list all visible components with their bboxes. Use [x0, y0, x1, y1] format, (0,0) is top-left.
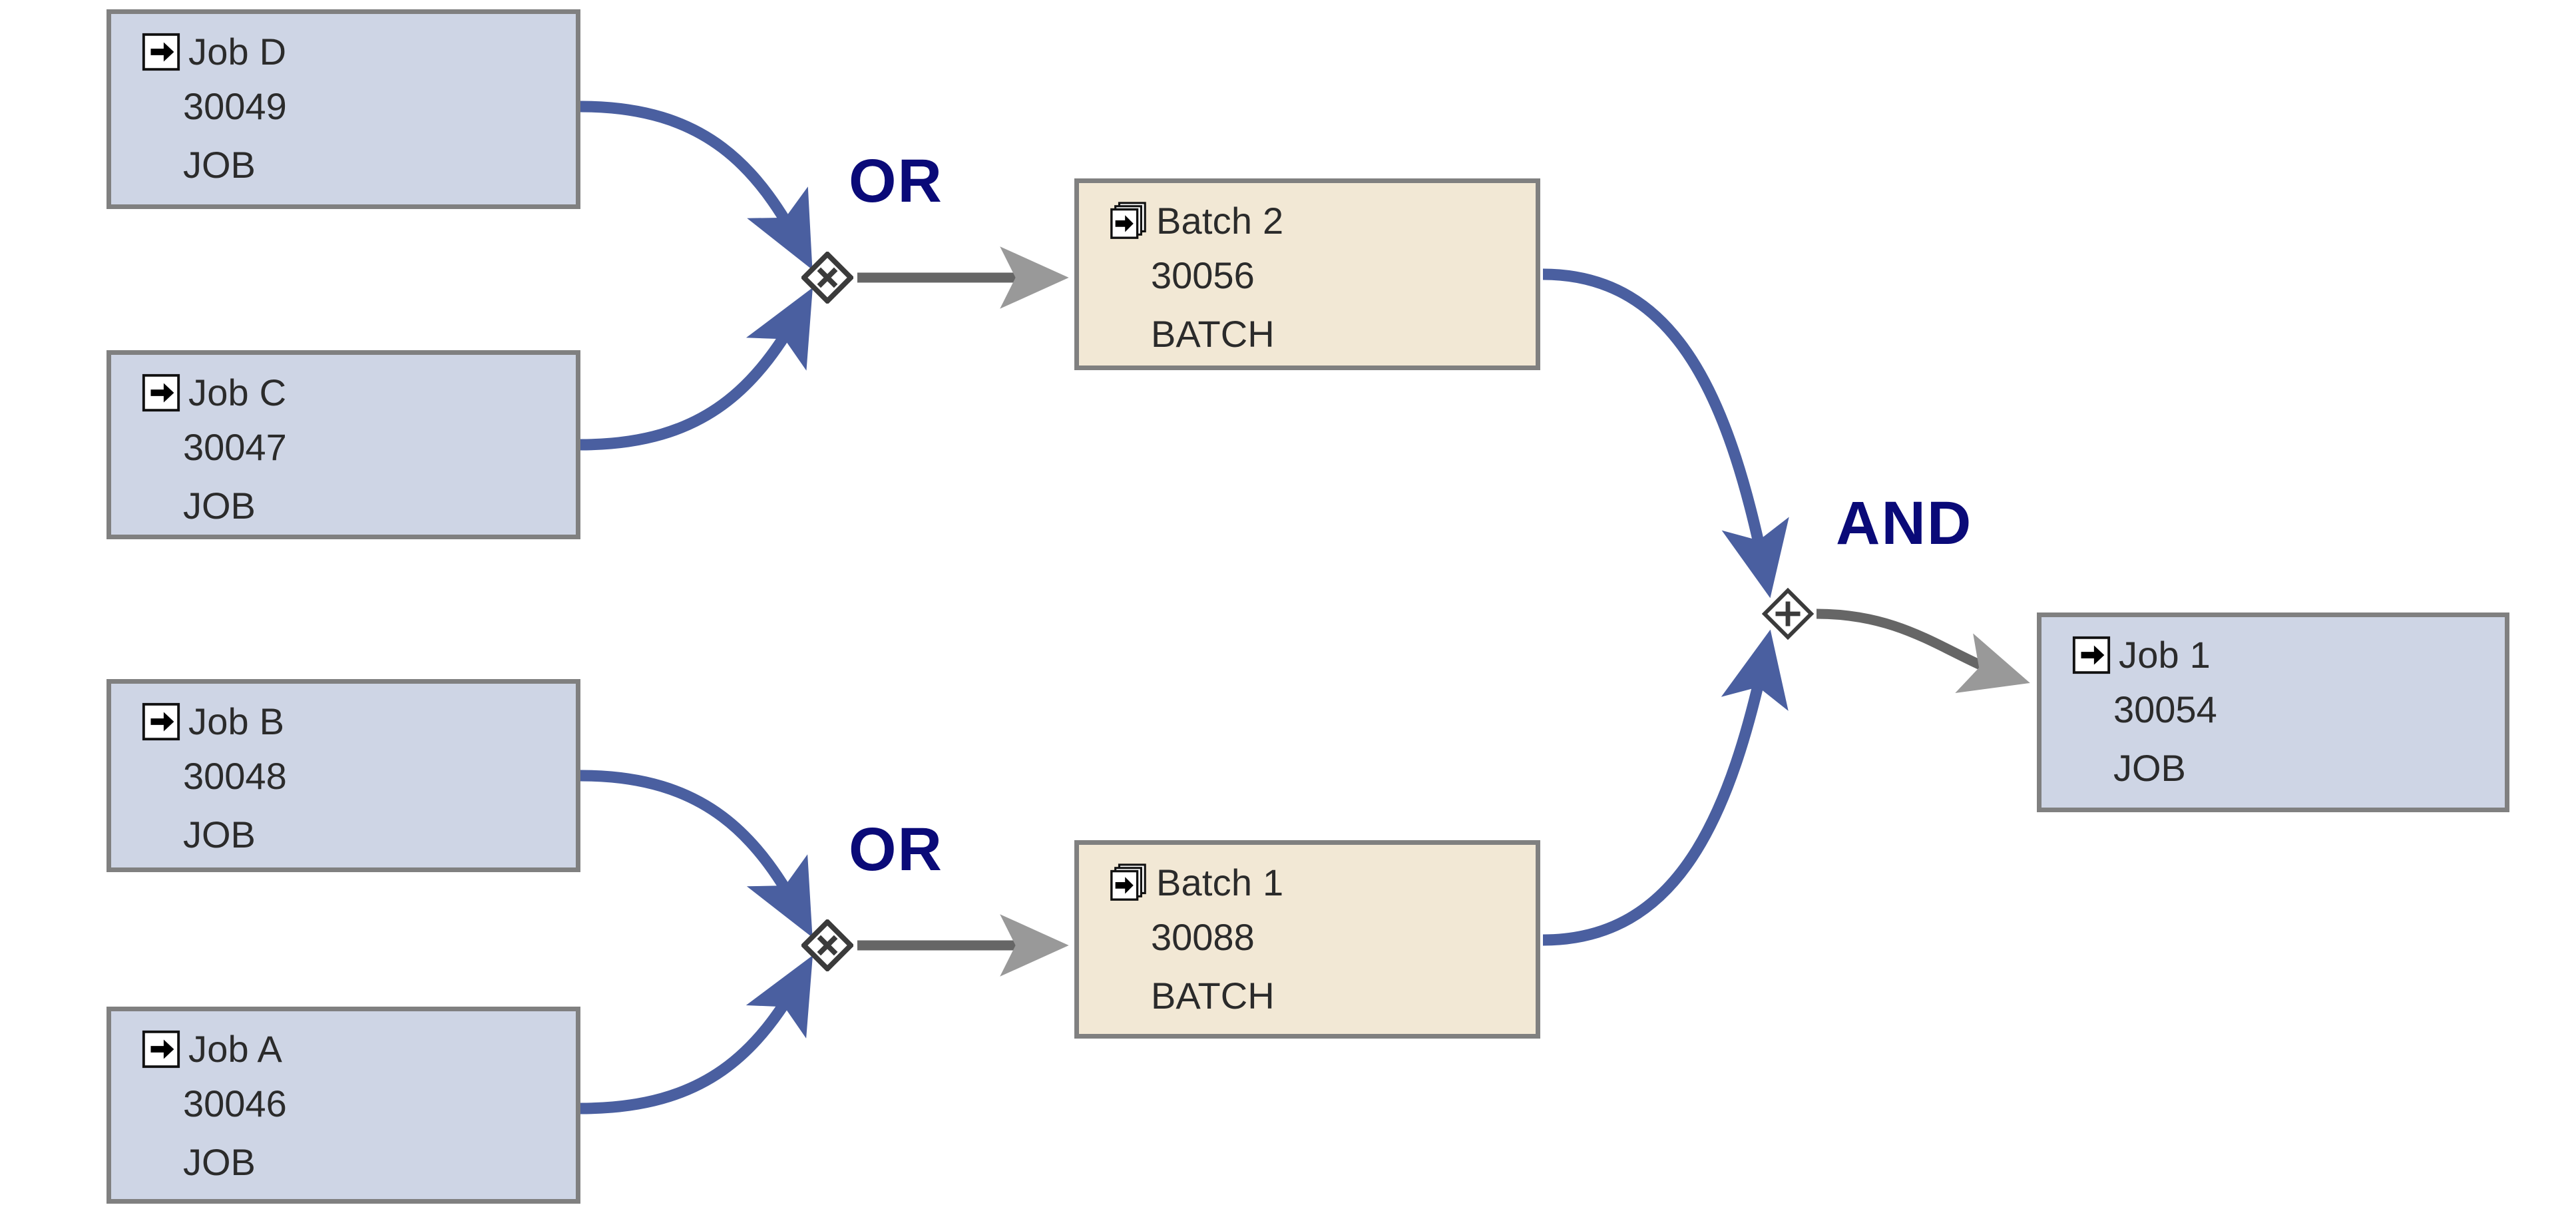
node-header: Job D: [140, 31, 286, 73]
node-title: Job 1: [2119, 634, 2211, 676]
node-type: BATCH: [1151, 313, 1275, 355]
node-type: JOB: [2113, 747, 2186, 789]
edge-batch1-to-and: [1542, 629, 1789, 946]
node-header: Job A: [140, 1029, 282, 1070]
job-arrow-icon: [142, 702, 180, 741]
gateway-label-or-top: OR: [849, 147, 943, 215]
node-job-c[interactable]: Job C 30047 JOB: [107, 350, 580, 539]
gateway-label-or-bottom: OR: [849, 816, 943, 883]
node-header: Job C: [140, 372, 286, 413]
node-type: BATCH: [1151, 975, 1275, 1017]
job-arrow-icon: [2072, 636, 2111, 674]
node-title: Job B: [188, 700, 285, 742]
exclusive-gateway-icon: [801, 919, 853, 971]
node-id: 30047: [183, 426, 287, 468]
node-title: Job A: [188, 1028, 283, 1070]
node-header: Batch 2: [1108, 200, 1283, 242]
node-header: Job 1: [2071, 634, 2211, 676]
job-arrow-icon: [142, 1030, 180, 1069]
edge-path: [580, 770, 813, 938]
node-header: Job B: [140, 701, 284, 742]
edge-path: [580, 955, 813, 1114]
node-id: 30054: [2113, 688, 2217, 730]
node-type: JOB: [183, 814, 256, 855]
exclusive-gateway-icon: [801, 252, 853, 304]
node-job-d[interactable]: Job D 30049 JOB: [107, 9, 580, 209]
node-title: Job D: [188, 31, 287, 73]
node-header: Batch 1: [1108, 862, 1283, 903]
node-job-1[interactable]: Job 1 30054 JOB: [2037, 612, 2509, 812]
node-batch-2[interactable]: Batch 2 30056 BATCH: [1074, 178, 1540, 370]
job-arrow-icon: [142, 33, 180, 71]
node-id: 30049: [183, 85, 287, 127]
batch-stack-icon: [1110, 202, 1146, 239]
node-job-b[interactable]: Job B 30048 JOB: [107, 679, 580, 872]
node-type: JOB: [183, 144, 256, 186]
node-id: 30088: [1151, 916, 1255, 958]
edge-batch2-to-and: [1542, 268, 1789, 599]
edge-path: [1542, 629, 1789, 946]
gateway-label-and: AND: [1836, 489, 1973, 557]
edge-jobb-to-or-bottom: [580, 770, 813, 938]
node-id: 30056: [1151, 254, 1255, 296]
batch-stack-icon: [1110, 863, 1146, 901]
node-title: Batch 2: [1156, 200, 1284, 242]
node-id: 30046: [183, 1083, 287, 1124]
edge-jobd-to-or-top: [580, 101, 813, 270]
edge-path: [580, 101, 813, 270]
node-title: Batch 1: [1156, 861, 1284, 903]
node-id: 30048: [183, 755, 287, 797]
gateway-or-bottom[interactable]: [801, 919, 853, 971]
gateway-or-top[interactable]: [801, 252, 853, 304]
edge-jobc-to-or-top: [580, 287, 813, 451]
node-type: JOB: [183, 1141, 256, 1183]
edge-path: [1542, 268, 1789, 599]
edge-path: [1816, 608, 2030, 693]
node-type: JOB: [183, 485, 256, 527]
node-batch-1[interactable]: Batch 1 30088 BATCH: [1074, 840, 1540, 1039]
parallel-gateway-icon: [1762, 588, 1814, 640]
gateway-and-join[interactable]: [1762, 588, 1814, 640]
edge-path: [580, 287, 813, 451]
node-job-a[interactable]: Job A 30046 JOB: [107, 1007, 580, 1204]
node-title: Job C: [188, 371, 287, 413]
edge-and-to-job1: [1816, 608, 2030, 693]
job-arrow-icon: [142, 373, 180, 412]
edge-joba-to-or-bottom: [580, 955, 813, 1114]
